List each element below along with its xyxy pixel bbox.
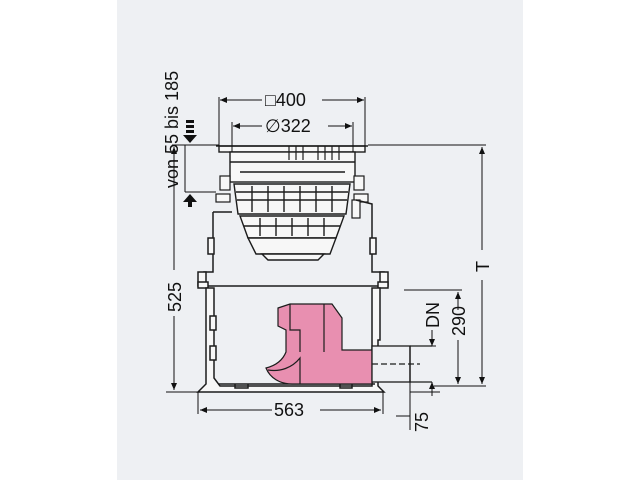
outlet-insert bbox=[265, 303, 373, 385]
grate-slots bbox=[288, 146, 340, 160]
square-width-label: □400 bbox=[265, 90, 306, 110]
depth-label: T bbox=[473, 261, 493, 272]
outlet-pipe bbox=[371, 345, 432, 383]
outlet-offset-label: 75 bbox=[412, 412, 432, 432]
outlet-dn-label: DN bbox=[423, 302, 443, 328]
sediment-basket bbox=[233, 183, 351, 261]
adjustment-range-label: von 55 bis 185 bbox=[162, 71, 182, 188]
outlet-height-label: 290 bbox=[449, 306, 469, 336]
diameter-label: ∅322 bbox=[265, 116, 311, 136]
dimension-lines bbox=[166, 97, 486, 430]
base-width-label: 563 bbox=[274, 400, 304, 420]
adjustment-arrows bbox=[183, 120, 197, 207]
total-height-label: 525 bbox=[165, 282, 185, 312]
grate-frame bbox=[216, 145, 368, 183]
upper-body bbox=[197, 199, 389, 289]
grate-clips bbox=[215, 175, 369, 219]
